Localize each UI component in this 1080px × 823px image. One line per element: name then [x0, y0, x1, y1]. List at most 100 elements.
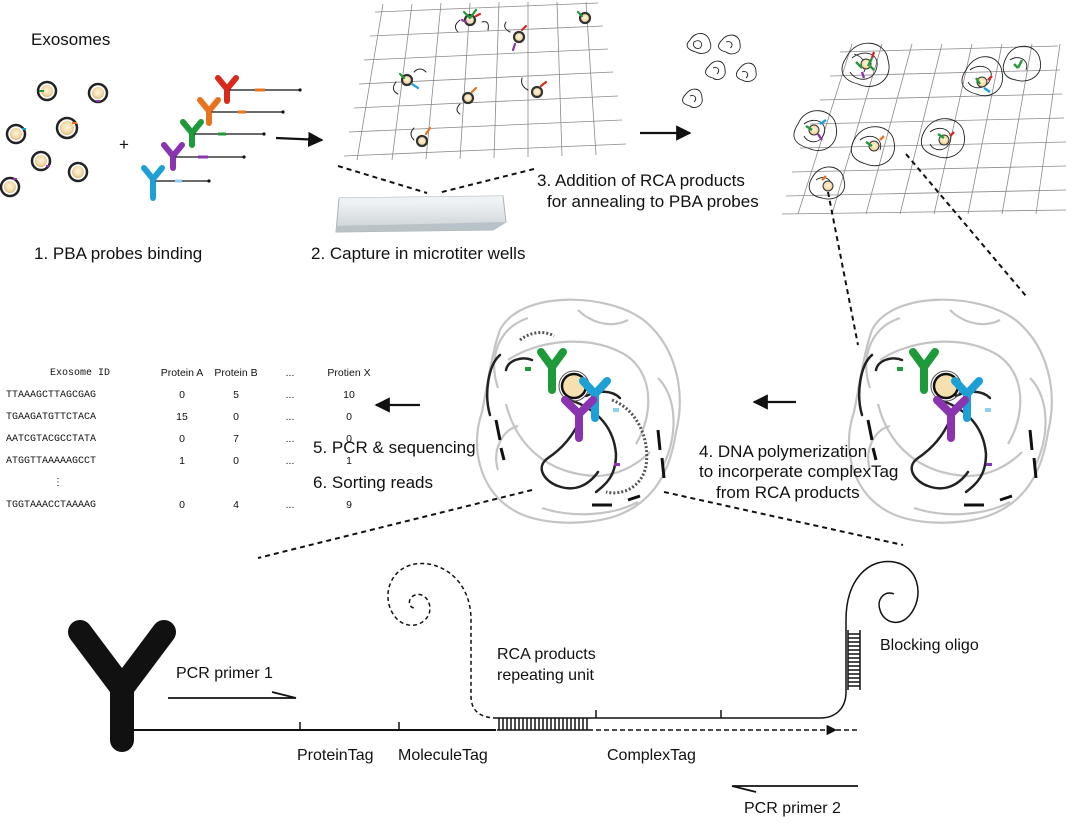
ellipsis-cell: ...	[285, 499, 295, 511]
col-header-exosome-id: Exosome ID	[49, 367, 110, 379]
count-cell: 0	[233, 411, 239, 423]
captured-complex	[392, 68, 427, 95]
complex-tag-label: ComplexTag	[607, 747, 696, 764]
col-header-protein-x: Protien X	[327, 367, 371, 379]
count-cell: 4	[233, 499, 239, 511]
count-cell: 0	[346, 411, 352, 423]
count-cell	[154, 472, 210, 494]
rca-products	[682, 33, 757, 109]
exosome-id-cell: TGGTAAACCTAAAAG	[6, 499, 97, 511]
zoom-lines-step3	[827, 153, 1027, 346]
exosome	[36, 80, 58, 102]
ellipsis-cell: ...	[285, 411, 295, 423]
complex-detail-right	[847, 298, 1053, 524]
count-cell: 1	[346, 455, 352, 467]
rca-complex	[793, 110, 838, 151]
count-cell: 1	[179, 455, 185, 467]
exosome	[0, 176, 21, 198]
exosome-id-cell: TGAAGATGTTCTACA	[6, 411, 97, 423]
step4-label-line3: from RCA products	[716, 483, 860, 502]
step4-label-line2: to incorperate complexTag	[699, 462, 899, 481]
pcr-primer1-arrow	[168, 691, 297, 699]
capture-grid	[343, 1, 627, 161]
complex-tag-strand	[605, 398, 649, 495]
exosomes-label: Exosomes	[31, 30, 111, 49]
blocking-oligo-label: Blocking oligo	[880, 637, 979, 654]
exosome-id-cell: TTAAAGCTTAGCGAG	[6, 389, 97, 401]
step5-label: 5. PCR & sequencing	[313, 438, 476, 457]
step4-label-line1: 4. DNA polymerization	[699, 442, 868, 461]
protein-tag-label: ProteinTag	[297, 747, 374, 764]
count-cell: 0	[179, 499, 185, 511]
rca-complex	[1002, 45, 1042, 82]
exosome	[87, 82, 109, 104]
ellipsis-cell: ...	[285, 389, 295, 401]
rca-product	[735, 62, 757, 83]
probe-blue	[141, 165, 211, 201]
rca-complex	[920, 118, 965, 159]
col-header-protein-a: Protein A	[160, 367, 204, 379]
rca-product	[686, 33, 712, 54]
exosome	[30, 150, 52, 172]
pcr-primer1-label: PCR primer 1	[176, 665, 273, 682]
table-row: ATGGTTAAAAAGCCT 1 0 ... 1	[6, 450, 380, 472]
count-cell: 7	[233, 433, 239, 445]
captured-complexes	[392, 8, 592, 148]
rca-complex	[808, 166, 846, 200]
complex-detail-left	[475, 298, 681, 524]
count-cell: 0	[346, 433, 352, 445]
col-header-protein-b: Protein B	[214, 367, 258, 379]
rca-product	[682, 88, 703, 109]
table-row: TTAAAGCTTAGCGAG 0 5 ... 10	[6, 384, 380, 406]
captured-complex	[454, 8, 489, 33]
exosome	[55, 116, 79, 140]
antibody-icon	[68, 620, 176, 752]
rca-complex	[850, 126, 895, 167]
count-cell: 0	[179, 433, 185, 445]
table-header-row: Exosome ID Protein A Protein B ... Proti…	[6, 362, 380, 384]
pcr-primer2-arrow	[731, 785, 858, 793]
exosome-id-cell: ATGGTTAAAAAGCCT	[6, 455, 97, 467]
count-cell: 0	[233, 455, 239, 467]
exosome	[67, 161, 89, 183]
captured-complex	[521, 77, 548, 99]
hybridized-region	[497, 717, 588, 731]
ellipsis-cell	[262, 472, 318, 494]
step3-label-line1: 3. Addition of RCA products	[537, 171, 745, 190]
arrow-step1-step2	[275, 131, 324, 148]
molecule-tag-label: MoleculeTag	[398, 747, 488, 764]
zoom-lines-plate	[337, 165, 535, 194]
vertical-ellipsis-cell: ⋮	[53, 478, 63, 489]
rca-repeat-strand	[387, 562, 498, 719]
step3-label-line2: for annealing to PBA probes	[547, 192, 759, 211]
rca-product	[705, 60, 726, 81]
probe-orange	[197, 97, 285, 126]
rca-label-line2: repeating unit	[497, 667, 594, 684]
rca-complex	[841, 42, 890, 87]
pcr-primer2-label: PCR primer 2	[744, 800, 841, 817]
probe-red	[215, 75, 302, 104]
microtiter-plate	[335, 195, 507, 233]
count-cell: 10	[343, 389, 355, 401]
exosome-id-cell: AATCGTACGCCTATA	[6, 433, 97, 445]
probe-green	[180, 119, 266, 148]
blocking-oligo	[847, 630, 861, 690]
rca-halo	[475, 298, 681, 524]
count-cell: 9	[346, 499, 352, 511]
table-row: ⋮	[6, 472, 380, 494]
count-cell	[210, 472, 262, 494]
step2-label: 2. Capture in microtiter wells	[311, 244, 526, 263]
plus-sign: +	[119, 135, 129, 154]
dna-segments	[866, 419, 1038, 507]
rca-complex	[961, 56, 1004, 97]
count-cell	[318, 472, 380, 494]
captured-complex	[504, 21, 528, 52]
pba-probes	[141, 75, 302, 201]
dna-segments	[494, 419, 666, 507]
exosome	[5, 123, 27, 145]
captured-complex	[576, 10, 592, 25]
count-cell: 5	[233, 389, 239, 401]
rca-product	[718, 34, 741, 55]
